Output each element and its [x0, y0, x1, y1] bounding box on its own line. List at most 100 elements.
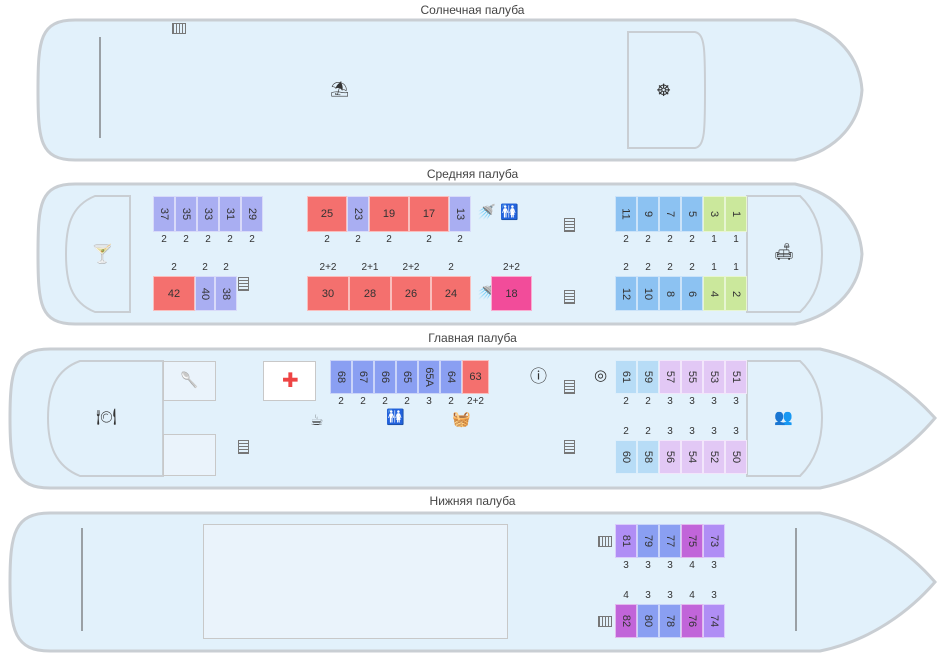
cabin-65[interactable]: 65: [396, 360, 418, 394]
cabin-74[interactable]: 74: [703, 604, 725, 638]
cabin-10[interactable]: 10: [637, 276, 659, 311]
cabin-number: 74: [708, 614, 720, 628]
cabin-number: 31: [224, 207, 236, 221]
cabin-number: 80: [642, 614, 654, 628]
cabin-35[interactable]: 35: [175, 196, 197, 232]
cabin-55[interactable]: 55: [681, 360, 703, 394]
cabin-75[interactable]: 75: [681, 524, 703, 558]
cabin-capacity: 2: [623, 426, 629, 437]
stairs-icon[interactable]: [564, 440, 575, 454]
cabin-11[interactable]: 11: [615, 196, 637, 232]
cabin-capacity: 2: [386, 234, 392, 245]
cabin-18[interactable]: 18: [491, 276, 532, 311]
cabin-number: 8: [664, 290, 676, 297]
cabin-58[interactable]: 58: [637, 440, 659, 474]
info-icon[interactable]: ⓘ: [530, 367, 547, 386]
cabin-capacity: 2: [202, 262, 208, 273]
cabin-number: 35: [180, 207, 192, 221]
cabin-54[interactable]: 54: [681, 440, 703, 474]
cabin-number: 3: [708, 210, 720, 218]
cabin-capacity: 2: [448, 396, 454, 407]
cabin-13[interactable]: 13: [449, 196, 471, 232]
cabin-65A[interactable]: 65A: [418, 360, 440, 394]
cabin-60[interactable]: 60: [615, 440, 637, 474]
cabin-57[interactable]: 57: [659, 360, 681, 394]
stairs-icon[interactable]: [238, 440, 249, 454]
cabin-4[interactable]: 4: [703, 276, 725, 311]
cabin-82[interactable]: 82: [615, 604, 637, 638]
cabin-capacity: 2: [382, 396, 388, 407]
stairs-icon[interactable]: [598, 616, 612, 627]
cabin-37[interactable]: 37: [153, 196, 175, 232]
cabin-61[interactable]: 61: [615, 360, 637, 394]
cabin-2[interactable]: 2: [725, 276, 747, 311]
cabin-number: 73: [708, 534, 720, 548]
cabin-number: 78: [664, 614, 676, 628]
cabin-50[interactable]: 50: [725, 440, 747, 474]
cabin-40[interactable]: 40: [195, 276, 215, 311]
stairs-icon[interactable]: [598, 536, 612, 547]
cabin-capacity: 3: [711, 590, 717, 601]
cabin-31[interactable]: 31: [219, 196, 241, 232]
cabin-capacity: 2: [360, 396, 366, 407]
cabin-capacity: 2: [404, 396, 410, 407]
cabin-38[interactable]: 38: [215, 276, 237, 311]
cabin-33[interactable]: 33: [197, 196, 219, 232]
cabin-number: 17: [422, 208, 436, 220]
cabin-79[interactable]: 79: [637, 524, 659, 558]
cabin-68[interactable]: 68: [330, 360, 352, 394]
cabin-59[interactable]: 59: [637, 360, 659, 394]
cabin-42[interactable]: 42: [153, 276, 195, 311]
cabin-number: 25: [320, 208, 334, 220]
cabin-66[interactable]: 66: [374, 360, 396, 394]
cabin-number: 81: [620, 534, 632, 548]
cabin-67[interactable]: 67: [352, 360, 374, 394]
cabin-7[interactable]: 7: [659, 196, 681, 232]
cabin-capacity: 2: [448, 262, 454, 273]
main-deck-title: Главная палуба: [428, 331, 517, 345]
cabin-78[interactable]: 78: [659, 604, 681, 638]
cabin-19[interactable]: 19: [369, 196, 409, 232]
cabin-64[interactable]: 64: [440, 360, 462, 394]
cabin-capacity: 2+2: [503, 262, 520, 273]
stairs-icon[interactable]: [564, 380, 575, 394]
cabin-3[interactable]: 3: [703, 196, 725, 232]
cabin-12[interactable]: 12: [615, 276, 637, 311]
cabin-17[interactable]: 17: [409, 196, 449, 232]
stairs-icon[interactable]: [564, 218, 575, 232]
cabin-26[interactable]: 26: [391, 276, 431, 311]
cabin-number: 42: [167, 287, 181, 300]
cabin-77[interactable]: 77: [659, 524, 681, 558]
middle-deck-title: Средняя палуба: [426, 167, 519, 181]
cabin-53[interactable]: 53: [703, 360, 725, 394]
cabin-capacity: 2+2: [319, 262, 337, 273]
medical-cross-icon: ✚: [282, 370, 299, 392]
cabin-5[interactable]: 5: [681, 196, 703, 232]
cabin-63[interactable]: 63: [462, 360, 489, 394]
stairs-icon[interactable]: [172, 23, 186, 34]
stairs-icon[interactable]: [564, 290, 575, 304]
cabin-51[interactable]: 51: [725, 360, 747, 394]
cabin-52[interactable]: 52: [703, 440, 725, 474]
cabin-capacity: 3: [645, 590, 651, 601]
stairs-icon[interactable]: [238, 277, 249, 291]
cabin-56[interactable]: 56: [659, 440, 681, 474]
cabin-6[interactable]: 6: [681, 276, 703, 311]
cabin-29[interactable]: 29: [241, 196, 263, 232]
cabin-23[interactable]: 23: [347, 196, 369, 232]
cabin-capacity: 2: [645, 396, 651, 407]
cabin-9[interactable]: 9: [637, 196, 659, 232]
cabin-73[interactable]: 73: [703, 524, 725, 558]
cabin-capacity: 4: [689, 590, 695, 601]
cabin-8[interactable]: 8: [659, 276, 681, 311]
cabin-81[interactable]: 81: [615, 524, 637, 558]
cabin-number: 64: [445, 370, 457, 384]
cabin-76[interactable]: 76: [681, 604, 703, 638]
cabin-capacity: 2: [355, 234, 361, 245]
cabin-80[interactable]: 80: [637, 604, 659, 638]
cabin-28[interactable]: 28: [349, 276, 391, 311]
cabin-24[interactable]: 24: [431, 276, 471, 311]
cabin-30[interactable]: 30: [307, 276, 349, 311]
cabin-1[interactable]: 1: [725, 196, 747, 232]
cabin-25[interactable]: 25: [307, 196, 347, 232]
